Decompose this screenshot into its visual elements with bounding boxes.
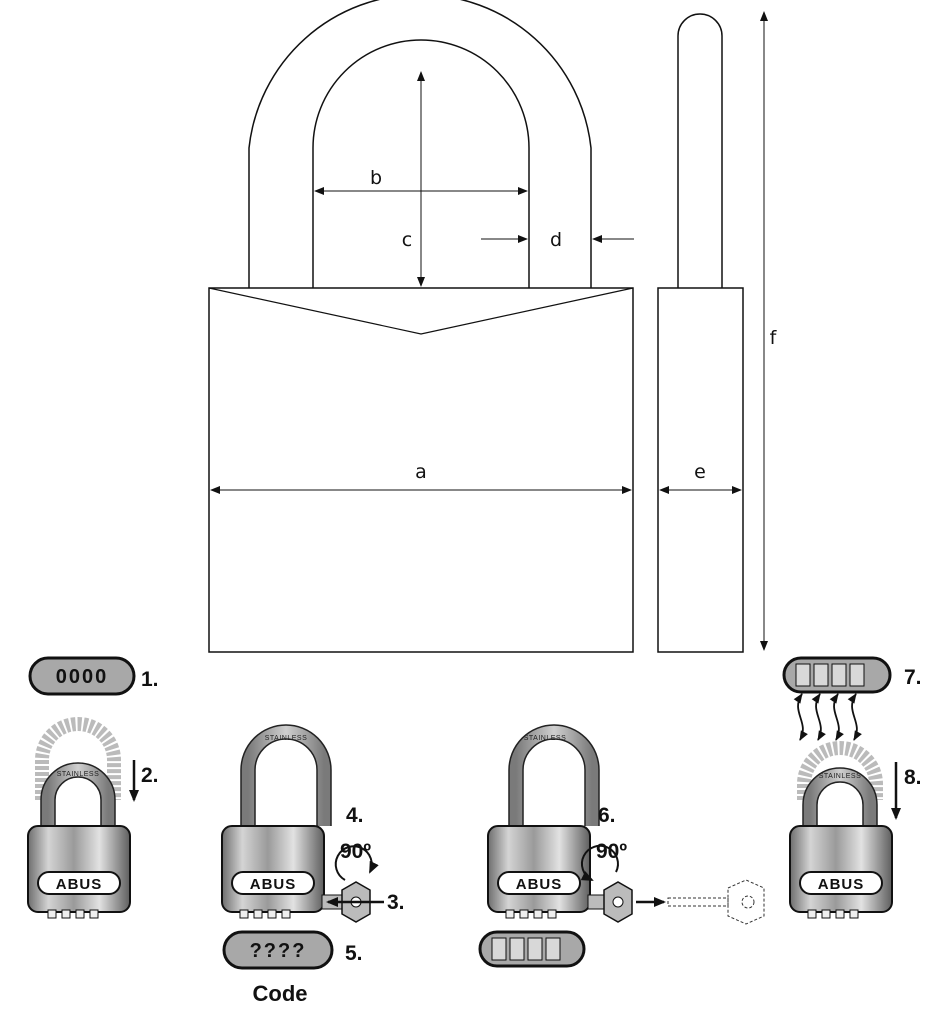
- dim-label-a: a: [415, 461, 427, 483]
- shackle-border: [240, 724, 332, 826]
- dial-pill-0000: [28, 656, 136, 696]
- dim-label-f: f: [770, 327, 778, 349]
- padlock-step-6: STAINLESS ABUS 90º 6.: [478, 724, 765, 968]
- brand-logo: ABUS: [56, 876, 103, 893]
- step-label-5: 5.: [345, 942, 363, 965]
- shackle: [241, 725, 331, 826]
- code-label: Code: [253, 981, 308, 1006]
- shackle-border: [40, 762, 116, 830]
- dial-wheels: [239, 909, 291, 919]
- step-label-7: 7.: [904, 666, 922, 689]
- shackle-outline: [248, 0, 592, 288]
- lock-body: [221, 825, 325, 913]
- lock-body: [27, 825, 131, 913]
- shackle: [41, 763, 115, 830]
- rotation-label-2: 90º: [596, 840, 627, 863]
- shackle-text: STAINLESS: [524, 735, 567, 742]
- shackle-ghost: [797, 741, 883, 800]
- step-label-6: 6.: [598, 804, 616, 827]
- dial-code-unknown: ????: [250, 940, 307, 962]
- key-removed-dashed: [667, 879, 765, 925]
- dim-label-c: c: [402, 229, 412, 251]
- brand-logo: ABUS: [818, 876, 865, 893]
- brand-plate: [231, 871, 315, 895]
- side-view: e f: [657, 11, 778, 653]
- step-label-1: 1.: [141, 668, 159, 691]
- shackle-text: STAINLESS: [819, 773, 862, 780]
- turn-dials-arrows: [793, 693, 862, 741]
- dim-label-d: d: [550, 229, 562, 251]
- dial-wheels: [505, 909, 557, 919]
- lock-body: [789, 825, 893, 913]
- dial-row-set: [782, 656, 892, 694]
- brand-logo: ABUS: [250, 876, 297, 893]
- side-body: [657, 287, 744, 653]
- rotate-arrow-icon: [334, 845, 379, 881]
- padlock-steps-7-8: 7. STAINLESS ABUS 8.: [782, 656, 922, 919]
- rotate-arrow-icon: [580, 844, 619, 881]
- dial-wheels: [47, 909, 99, 919]
- brand-plate: [799, 871, 883, 895]
- dim-label-e: e: [694, 461, 706, 483]
- dial-pill-unknown: [222, 930, 334, 970]
- rotation-label-1: 90º: [340, 840, 371, 863]
- key-turned: [587, 881, 633, 923]
- step-label-2: 2.: [141, 764, 159, 787]
- step-label-3: 3.: [387, 891, 405, 914]
- body-bevel: [208, 287, 634, 335]
- shackle: [803, 768, 877, 830]
- shackle-border: [508, 724, 600, 826]
- dial-code-0000: 0000: [56, 666, 109, 688]
- dial-row-set: [478, 930, 586, 968]
- lock-body: [487, 825, 591, 913]
- brand-logo: ABUS: [516, 876, 563, 893]
- dial-wheels: [807, 909, 859, 919]
- lock-body: [208, 287, 634, 653]
- shackle-border: [802, 767, 878, 830]
- side-shackle: [677, 13, 723, 288]
- dim-label-b: b: [370, 167, 382, 189]
- step-1-dial: 0000 1.: [28, 656, 159, 696]
- shackle-ghost: [35, 717, 121, 800]
- shackle-text: STAINLESS: [57, 771, 100, 778]
- step-label-8: 8.: [904, 766, 922, 789]
- brand-plate: [497, 871, 581, 895]
- shackle: [509, 725, 599, 826]
- padlock-steps-3-5: STAINLESS ABUS 90º 4. 3. ???? 5. Code: [221, 724, 405, 1006]
- shackle-text: STAINLESS: [265, 735, 308, 742]
- front-view: b c d a: [208, 0, 634, 653]
- padlock-step-2: STAINLESS ABUS 2.: [27, 717, 159, 919]
- brand-plate: [37, 871, 121, 895]
- step-label-4: 4.: [346, 804, 364, 827]
